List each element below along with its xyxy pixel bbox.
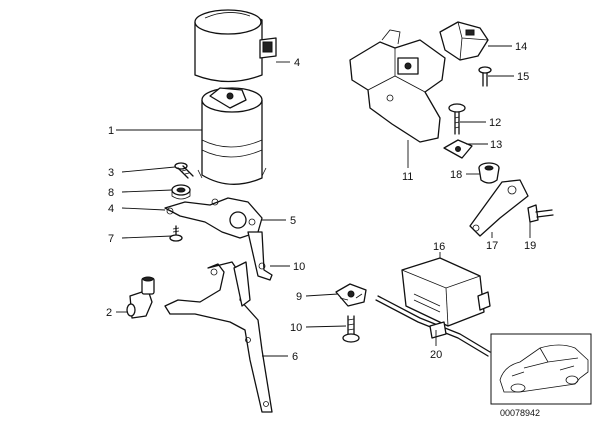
callout-6: 6 xyxy=(292,351,298,363)
compressor-motor[interactable] xyxy=(197,87,267,185)
diagram-code: 00078942 xyxy=(500,408,540,418)
callouts: 14 15 12 13 11 18 17 19 4 1 3 8 4 5 7 10… xyxy=(106,41,540,418)
callout-19: 19 xyxy=(524,240,536,252)
callout-5: 5 xyxy=(290,215,296,227)
clip-nut-9[interactable] xyxy=(335,283,367,307)
callout-18: 18 xyxy=(450,169,462,181)
callout-2: 2 xyxy=(106,307,112,319)
cable-tie-20[interactable] xyxy=(375,295,491,357)
callout-14: 14 xyxy=(515,41,527,53)
callout-8: 8 xyxy=(108,187,114,199)
bracket-6[interactable] xyxy=(164,261,273,413)
callout-17: 17 xyxy=(486,240,498,252)
callout-12: 12 xyxy=(489,117,501,129)
mounting-plate[interactable] xyxy=(164,197,273,281)
screw-15[interactable] xyxy=(478,66,492,87)
control-unit-16[interactable] xyxy=(401,257,491,327)
callout-11: 11 xyxy=(402,171,413,183)
hose-connector-2[interactable] xyxy=(126,276,155,319)
grommet-8[interactable] xyxy=(171,184,191,200)
bolt-19[interactable] xyxy=(527,204,554,223)
screw-3[interactable] xyxy=(174,162,194,179)
callout-15: 15 xyxy=(517,71,529,83)
sensor-14[interactable] xyxy=(439,21,489,61)
rubber-mount-18[interactable] xyxy=(478,162,500,184)
bracket-11[interactable] xyxy=(349,29,446,143)
callout-4-plate: 4 xyxy=(108,203,114,215)
clip-nut-13[interactable] xyxy=(443,139,473,159)
callout-20: 20 xyxy=(430,349,442,361)
callout-16: 16 xyxy=(433,241,445,253)
bolt-7[interactable] xyxy=(169,225,183,242)
leader-lines xyxy=(116,45,531,357)
bracket-17[interactable] xyxy=(469,179,529,237)
cover-cap[interactable] xyxy=(194,9,277,83)
bolt-12[interactable] xyxy=(448,103,466,135)
callout-10-upper: 10 xyxy=(293,261,305,273)
callout-7: 7 xyxy=(108,233,114,245)
callout-4-top: 4 xyxy=(294,57,300,69)
screw-10[interactable] xyxy=(342,315,360,343)
callout-10-lower: 10 xyxy=(290,322,302,334)
callout-13: 13 xyxy=(490,139,502,151)
callout-3: 3 xyxy=(108,167,114,179)
callout-1: 1 xyxy=(108,125,114,137)
callout-9: 9 xyxy=(296,291,302,303)
vehicle-thumbnail xyxy=(490,333,592,405)
